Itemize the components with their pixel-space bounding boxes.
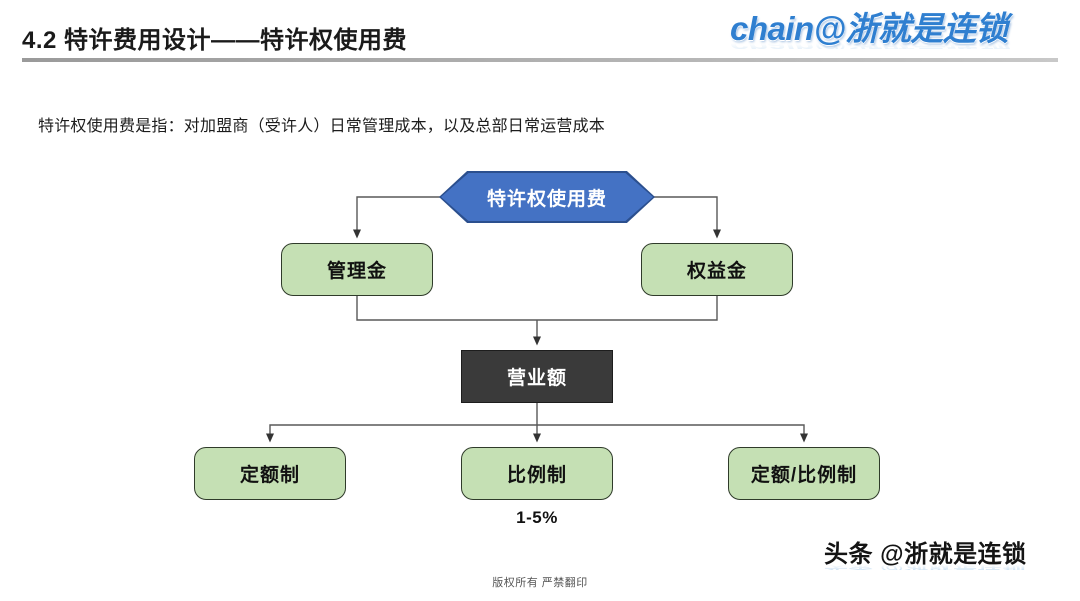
brand-logo: chain@浙就是连锁 chain@浙就是连锁: [730, 10, 1060, 58]
flowchart-connectors: [266, 196, 808, 443]
node-fixed-or-percentage[interactable]: 定额/比例制: [728, 447, 880, 500]
lead-paragraph: 特许权使用费是指：对加盟商（受许人）日常管理成本，以及总部日常运营成本: [38, 118, 606, 135]
page-title: 4.2 特许费用设计——特许权使用费: [22, 27, 408, 54]
node-management-fee[interactable]: 管理金: [281, 243, 433, 296]
brand-logo-text: chain@浙就是连锁: [730, 10, 1008, 47]
footer-copyright: 版权所有 严禁翻印: [492, 577, 588, 589]
flowchart-diagram: 特许权使用费 管理金 权益金 营业额 定额制 比例制 定额/比例制 1-5%: [0, 160, 1080, 550]
watermark: 头条 @浙就是连锁 头条 @浙就是连锁: [824, 540, 1074, 595]
node-royalty-fee[interactable]: 特许权使用费: [441, 173, 653, 221]
percentage-range-note: 1-5%: [516, 508, 558, 527]
brand-logo-reflection: chain@浙就是连锁: [730, 43, 1060, 49]
watermark-reflection: 头条 @浙就是连锁: [824, 565, 1074, 570]
node-fixed-amount[interactable]: 定额制: [194, 447, 346, 500]
node-revenue[interactable]: 营业额: [461, 350, 613, 403]
node-equity-fee[interactable]: 权益金: [641, 243, 793, 296]
node-percentage[interactable]: 比例制: [461, 447, 613, 500]
title-divider: [22, 58, 1058, 62]
watermark-text: 头条 @浙就是连锁: [824, 541, 1027, 568]
